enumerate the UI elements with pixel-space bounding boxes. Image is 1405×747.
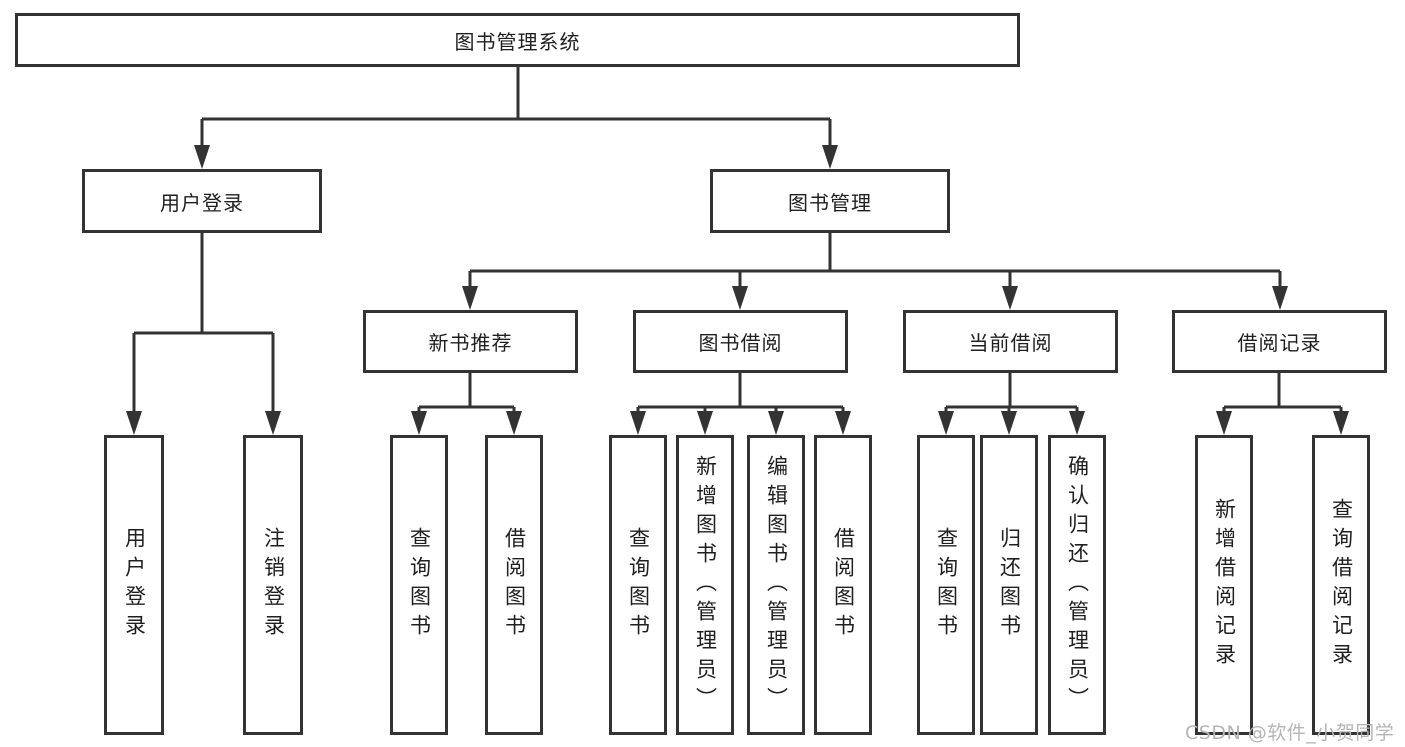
node-borrowing-records-label: 借阅记录 (1237, 331, 1322, 355)
node-book-borrowing-label: 图书借阅 (698, 331, 783, 355)
leaf-add-borrow-record-label: 新增借阅记录 (1212, 498, 1237, 672)
node-borrowing-records: 借阅记录 (1172, 310, 1387, 373)
node-current-borrowing: 当前借阅 (903, 310, 1118, 373)
leaf-current-query-books: 查询图书 (917, 435, 975, 735)
leaf-return-books-label: 归还图书 (997, 527, 1022, 643)
leaf-confirm-return-admin-label: 确认归还（管理员） (1065, 454, 1090, 716)
leaf-add-books-admin: 新增图书（管理员） (676, 435, 734, 735)
node-current-borrowing-label: 当前借阅 (968, 331, 1053, 355)
leaf-add-borrow-record: 新增借阅记录 (1195, 435, 1253, 735)
leaf-user-login: 用户登录 (104, 435, 164, 735)
leaf-borrow-books: 借阅图书 (814, 435, 872, 735)
leaf-newbook-borrow-books-label: 借阅图书 (502, 527, 527, 643)
leaf-return-books: 归还图书 (980, 435, 1038, 735)
leaf-borrow-query-books: 查询图书 (609, 435, 667, 735)
arrowheads (126, 145, 1349, 435)
node-new-book-recommend-label: 新书推荐 (428, 331, 513, 355)
leaf-newbook-query-books: 查询图书 (390, 435, 448, 735)
leaf-query-borrow-record: 查询借阅记录 (1312, 435, 1370, 735)
leaf-newbook-query-books-label: 查询图书 (407, 527, 432, 643)
node-user-login: 用户登录 (82, 169, 322, 233)
node-user-login-label: 用户登录 (160, 190, 244, 215)
leaf-query-borrow-record-label: 查询借阅记录 (1329, 498, 1354, 672)
leaf-newbook-borrow-books: 借阅图书 (485, 435, 543, 735)
leaf-borrow-books-label: 借阅图书 (831, 527, 856, 643)
leaf-user-login-label: 用户登录 (122, 527, 147, 643)
node-book-borrowing: 图书借阅 (633, 310, 848, 373)
connector-paths (132, 67, 1343, 416)
node-root: 图书管理系统 (15, 13, 1020, 67)
leaf-edit-books-admin-label: 编辑图书（管理员） (764, 454, 789, 716)
leaf-add-books-admin-label: 新增图书（管理员） (693, 454, 718, 716)
node-root-label: 图书管理系统 (454, 29, 581, 54)
node-book-management-label: 图书管理 (788, 190, 872, 215)
leaf-current-query-books-label: 查询图书 (934, 527, 959, 643)
node-book-management: 图书管理 (710, 169, 950, 233)
leaf-logout: 注销登录 (243, 435, 303, 735)
leaf-edit-books-admin: 编辑图书（管理员） (747, 435, 805, 735)
csdn-watermark: CSDN @软件_小贺同学 (1185, 722, 1395, 744)
leaf-logout-label: 注销登录 (261, 527, 286, 643)
leaf-confirm-return-admin: 确认归还（管理员） (1048, 435, 1106, 735)
leaf-borrow-query-books-label: 查询图书 (626, 527, 651, 643)
node-new-book-recommend: 新书推荐 (363, 310, 578, 373)
